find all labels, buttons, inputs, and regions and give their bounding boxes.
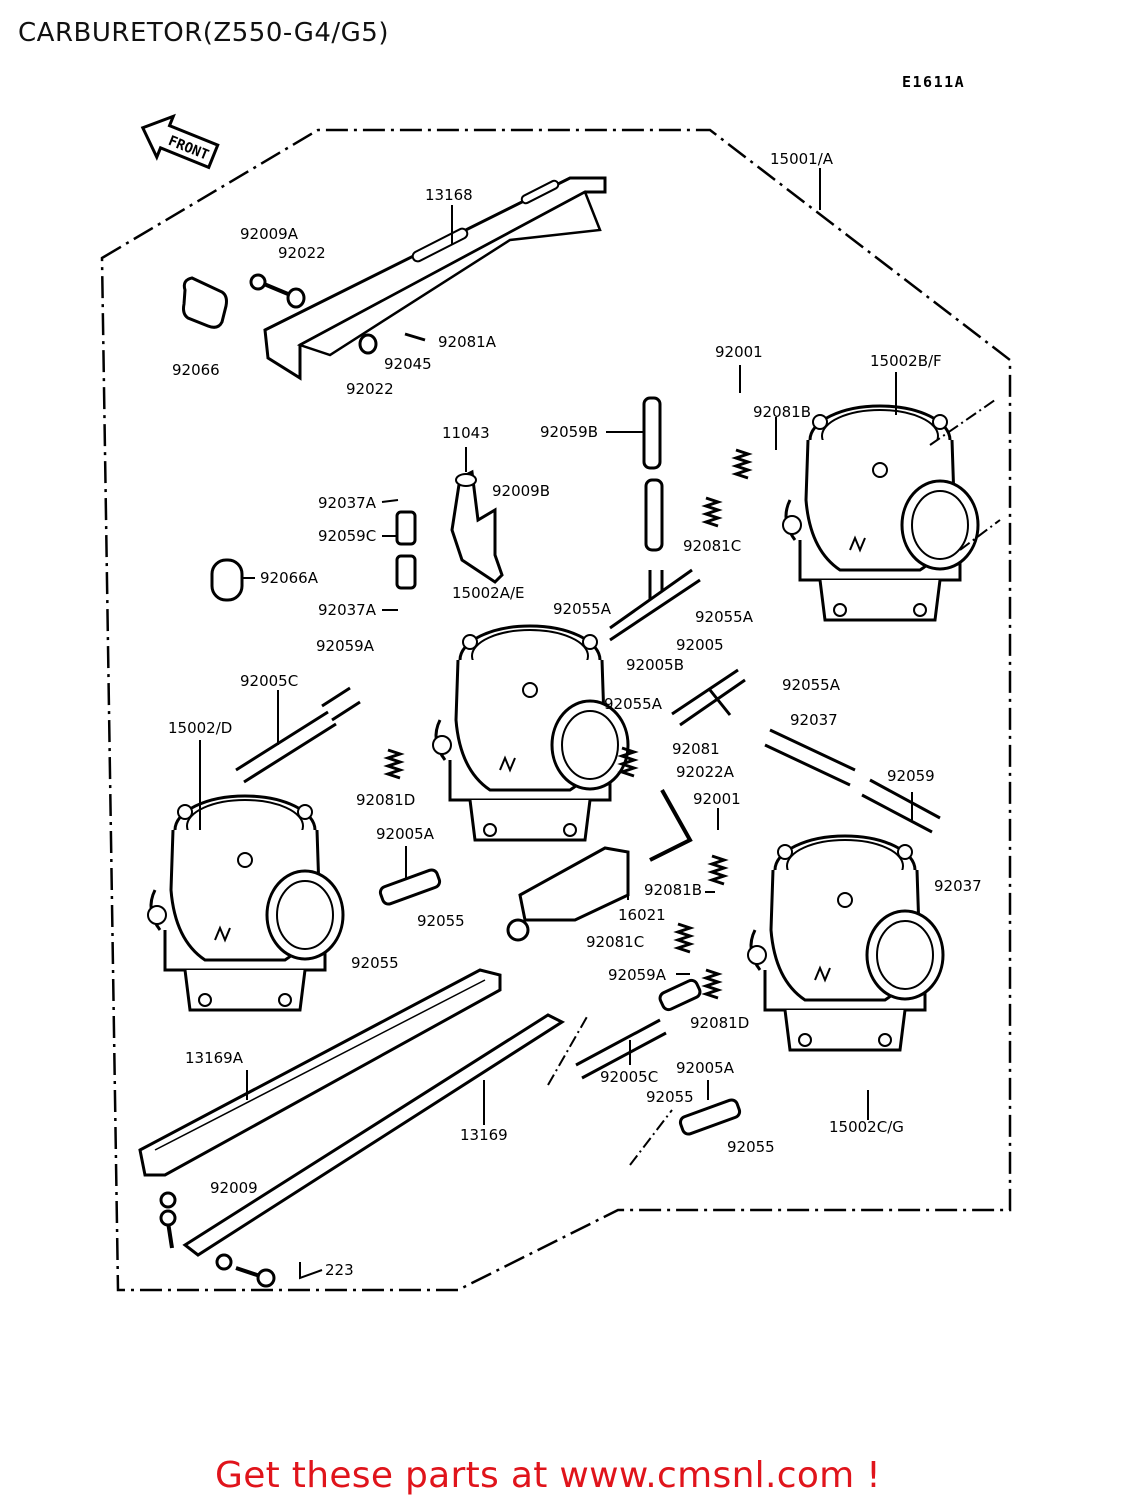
part-label: 92005 xyxy=(676,636,724,654)
part-label: 15002B/F xyxy=(870,352,942,370)
part-label: 15001/A xyxy=(770,150,834,168)
part-label: 92081B xyxy=(644,881,703,899)
part-label: 92009B xyxy=(492,482,551,500)
part-label: 15002A/E xyxy=(452,584,525,602)
spring-92081C-b xyxy=(676,922,692,954)
part-label: 92037A xyxy=(318,601,376,619)
plate-13169A xyxy=(138,968,502,1177)
part-label: 92081B xyxy=(753,403,812,421)
part-label: 13169 xyxy=(460,1126,508,1144)
part-label: 223 xyxy=(325,1261,354,1279)
part-label: 15002C/G xyxy=(829,1118,904,1136)
part-label: 92081D xyxy=(690,1014,750,1032)
spring-92081B-b xyxy=(710,854,726,886)
hose-92005C-a xyxy=(235,710,337,784)
footer-link[interactable]: Get these parts at www.cmsnl.com ! xyxy=(215,1455,881,1496)
part-label: 92059 xyxy=(887,767,935,785)
hose-92005C-b xyxy=(575,1018,667,1080)
part-label: 13169A xyxy=(185,1049,243,1067)
cap-92066A xyxy=(210,558,244,602)
hose-92059A-b xyxy=(658,978,702,1012)
page-title: CARBURETOR(Z550-G4/G5) xyxy=(18,18,389,48)
hose-92059B xyxy=(642,396,664,552)
part-label: 92059A xyxy=(316,637,374,655)
part-label: 92055 xyxy=(417,912,465,930)
spring-92081D-b xyxy=(704,968,720,1000)
part-label: 92081D xyxy=(356,791,416,809)
part-label: 92059A xyxy=(608,966,666,984)
carburetor-15002B-F xyxy=(781,404,980,622)
hose-92005A-b xyxy=(678,1098,742,1136)
part-label: 92001 xyxy=(693,790,741,808)
part-label: 92022A xyxy=(676,763,734,781)
front-arrow-icon: FRONT xyxy=(140,113,220,170)
hose-92059A-a xyxy=(321,686,361,722)
linkage-16021 xyxy=(518,846,630,922)
bolt-92009A xyxy=(249,273,289,296)
part-label: 92001 xyxy=(715,343,763,361)
exploded-parts-diagram: FRONT xyxy=(100,113,1012,1292)
part-label: 92005A xyxy=(676,1059,734,1077)
part-label: 92055A xyxy=(782,676,840,694)
bar-13169 xyxy=(182,1013,566,1257)
part-label: 92055 xyxy=(646,1088,694,1106)
part-label: 11043 xyxy=(442,424,490,442)
part-label: 92081C xyxy=(683,537,742,555)
part-label: 92055 xyxy=(351,954,399,972)
part-label: 92081A xyxy=(438,333,496,351)
part-label: 92066 xyxy=(172,361,220,379)
part-label: 92005A xyxy=(376,825,434,843)
screw-92081A xyxy=(404,332,426,342)
part-label: 92005B xyxy=(626,656,685,674)
choke-plate-92066 xyxy=(182,276,228,329)
diagram-code: E1611A xyxy=(902,73,966,91)
spring-92081D-a xyxy=(386,748,402,780)
part-label: 92055A xyxy=(553,600,611,618)
assembly-boundary xyxy=(100,128,1012,1292)
part-label: 92059C xyxy=(318,527,377,545)
washer-92022-b xyxy=(358,333,378,355)
hose-92059C xyxy=(395,510,417,546)
fitting-92005B xyxy=(609,568,701,642)
part-label: 92022 xyxy=(278,244,326,262)
part-label: 13168 xyxy=(425,186,473,204)
part-label: 15002/D xyxy=(168,719,233,737)
part-label: 92081 xyxy=(672,740,720,758)
carburetor-15002C-G xyxy=(746,834,945,1052)
part-label: 92037A xyxy=(318,494,376,512)
carburetor-15002A-E xyxy=(431,624,630,842)
hose-92005A-a xyxy=(378,868,442,906)
part-label: 92037 xyxy=(790,711,838,729)
washer-92022-a xyxy=(286,287,306,309)
bracket-11043 xyxy=(450,469,504,584)
part-label: 92005C xyxy=(240,672,299,690)
part-label: 92066A xyxy=(260,569,318,587)
part-label: 92081C xyxy=(586,933,645,951)
hose-92059 xyxy=(764,728,856,787)
part-label: 92059B xyxy=(540,423,599,441)
leader-lines xyxy=(199,168,913,1280)
spring-92081B-a xyxy=(734,448,750,480)
part-label: 92009A xyxy=(240,225,298,243)
carburetor-15002D xyxy=(146,794,345,1012)
part-label: 92055 xyxy=(727,1138,775,1156)
part-label: 92005C xyxy=(600,1068,659,1086)
part-label: 92055A xyxy=(604,695,662,713)
bracket-13168 xyxy=(263,176,607,381)
part-label: 16021 xyxy=(618,906,666,924)
part-label: 92009 xyxy=(210,1179,258,1197)
spring-92081C-a xyxy=(704,496,720,528)
part-label: 92045 xyxy=(384,355,432,373)
part-label: 92055A xyxy=(695,608,753,626)
part-label: 92037 xyxy=(934,877,982,895)
fitting-92005 xyxy=(671,668,746,727)
part-label: 92022 xyxy=(346,380,394,398)
